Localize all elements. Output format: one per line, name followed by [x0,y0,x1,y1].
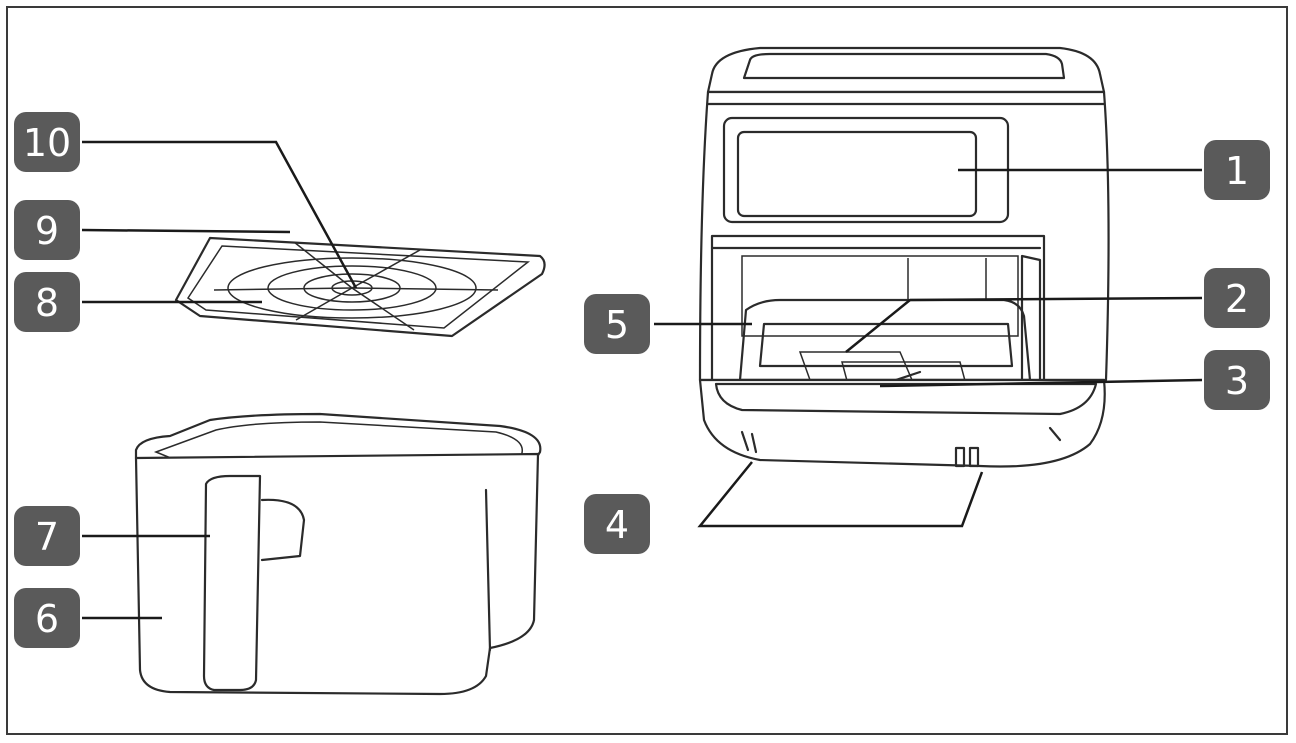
callout-7-label: 7 [35,515,59,559]
callout-7: 7 [14,506,80,566]
leader-4 [697,461,984,528]
leader-10 [82,140,358,289]
diagram-frame [6,6,1288,735]
grill-rack [174,236,546,338]
callout-3-label: 3 [1225,359,1249,403]
callout-5: 5 [584,294,650,354]
callout-2: 2 [1204,268,1270,328]
leader-lines [81,140,1203,620]
callout-10-label: 10 [23,121,71,165]
leader-9 [81,228,291,234]
callout-6: 6 [14,588,80,648]
callout-4-label: 4 [605,503,629,547]
callout-2-label: 2 [1225,277,1249,321]
callout-5-label: 5 [605,303,629,347]
callout-10: 10 [14,112,80,172]
basket [134,412,542,696]
callout-4: 4 [584,494,650,554]
air-fryer-unit [698,46,1110,468]
callout-1-label: 1 [1225,149,1249,193]
callout-8-label: 8 [35,281,59,325]
callout-8: 8 [14,272,80,332]
callout-9: 9 [14,200,80,260]
callout-1: 1 [1204,140,1270,200]
leader-3 [879,378,1203,388]
callout-9-label: 9 [35,209,59,253]
leader-2 [845,299,911,353]
callout-6-label: 6 [35,597,59,641]
leader-2b [909,296,1203,302]
callout-3: 3 [1204,350,1270,410]
